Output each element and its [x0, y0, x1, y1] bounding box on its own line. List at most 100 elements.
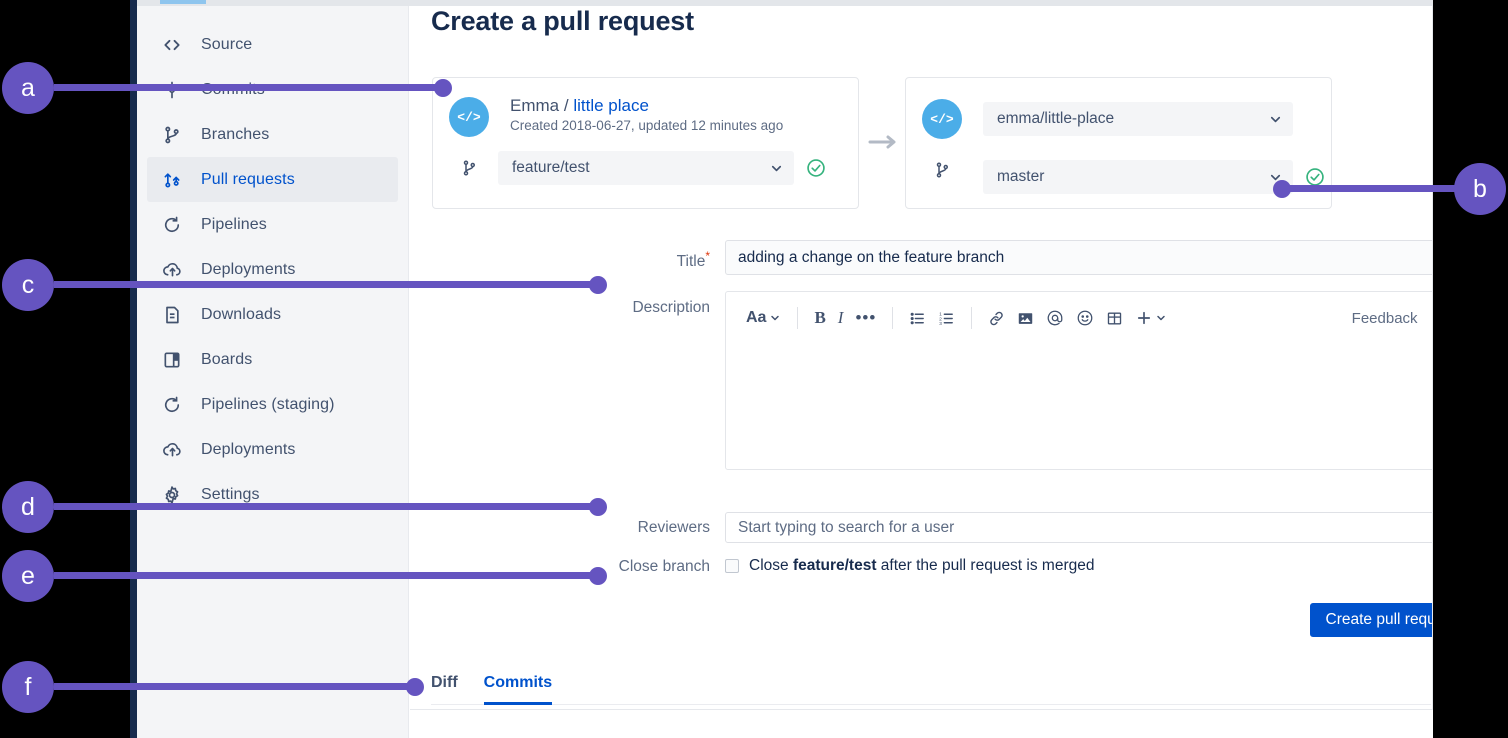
close-branch-description: Close feature/test after the pull reques… [749, 557, 1094, 575]
page-title: Create a pull request [431, 6, 694, 36]
create-pull-request-button[interactable]: Create pull request [1310, 603, 1432, 637]
chevron-down-icon [769, 161, 784, 176]
downloads-icon [161, 304, 183, 326]
sidebar-item-pipelines-staging[interactable]: Pipelines (staging) [147, 382, 398, 427]
callout-leader-line-a [54, 84, 446, 91]
sidebar-item-boards[interactable]: Boards [147, 337, 398, 382]
source-repo-link[interactable]: little place [573, 96, 649, 115]
tab-diff[interactable]: Diff [431, 674, 458, 691]
source-branch-value: feature/test [512, 159, 590, 176]
sidebar-item-label: Pull requests [201, 170, 295, 188]
chevron-down-icon [1268, 170, 1283, 185]
text-style-icon[interactable]: Aa [740, 304, 787, 332]
reviewers-placeholder: Start typing to search for a user [738, 518, 955, 536]
tab-commits[interactable]: Commits [483, 674, 553, 705]
svg-text:3: 3 [939, 320, 942, 326]
callout-endpoint-dot-b [1273, 180, 1291, 198]
sidebar-item-deployments-2[interactable]: Deployments [147, 427, 398, 472]
code-brackets-icon [161, 34, 183, 56]
bold-icon[interactable]: B [814, 308, 826, 327]
pull-request-icon [161, 169, 183, 191]
toolbar-divider [971, 307, 973, 329]
text-style-label: Aa [746, 309, 767, 326]
link-icon[interactable] [982, 304, 1011, 332]
sidebar-item-label: Pipelines (staging) [201, 395, 335, 413]
sidebar-item-pull-requests[interactable]: Pull requests [147, 157, 398, 202]
destination-repo-select[interactable]: emma/little-place [983, 102, 1293, 136]
title-label-text: Title [676, 253, 706, 271]
callout-leader-line-f [54, 683, 416, 690]
pipelines-icon [161, 214, 183, 236]
feedback-link[interactable]: Feedback [1351, 309, 1418, 327]
global-nav-rail [130, 0, 137, 738]
sidebar-item-label: Settings [201, 485, 260, 503]
bullet-list-icon[interactable] [903, 304, 932, 332]
insert-plus-icon[interactable] [1129, 304, 1173, 332]
sidebar-item-label: Boards [201, 350, 253, 368]
description-field-label: Description [632, 299, 710, 316]
help-icon[interactable]: ? [1426, 308, 1433, 328]
sidebar-item-label: Downloads [201, 305, 282, 323]
source-branch-card: </> Emma / little place Created 2018-06-… [432, 77, 859, 209]
sidebar-item-label: Branches [201, 125, 270, 143]
svg-text:2: 2 [939, 316, 942, 322]
destination-repo-value: emma/little-place [997, 110, 1115, 127]
callout-badge-e: e [2, 550, 54, 602]
source-repo-meta: Created 2018-06-27, updated 12 minutes a… [510, 118, 784, 133]
image-icon[interactable] [1011, 304, 1040, 332]
svg-text:1: 1 [939, 311, 942, 317]
callout-endpoint-dot-a [434, 79, 452, 97]
sidebar-nav-group: Source Commits Branches [137, 6, 408, 517]
callout-endpoint-dot-c [589, 276, 607, 294]
active-browser-tab-indicator [160, 0, 206, 4]
pipelines-icon [161, 394, 183, 416]
sidebar-item-source[interactable]: Source [147, 22, 398, 67]
callout-badge-c: c [2, 259, 54, 311]
sidebar-item-downloads[interactable]: Downloads [147, 292, 398, 337]
deployments-icon [161, 259, 183, 281]
more-formatting-icon[interactable]: ••• [855, 308, 877, 327]
sidebar-item-branches[interactable]: Branches [147, 112, 398, 157]
destination-branch-card: </> emma/little-place master [905, 77, 1332, 209]
boards-icon [161, 349, 183, 371]
deployments-icon [161, 439, 183, 461]
chevron-down-icon [1268, 112, 1283, 127]
table-icon[interactable] [1100, 304, 1129, 332]
sidebar-item-settings[interactable]: Settings [147, 472, 398, 517]
source-repo-name: Emma / little place [510, 96, 649, 116]
bitbucket-app-window: Source Commits Branches [130, 0, 1433, 738]
callout-leader-line-c [54, 281, 602, 288]
close-branch-field-label: Close branch [618, 558, 710, 575]
reviewers-field-label: Reviewers [637, 519, 710, 536]
diff-commits-tabs: Diff Commits [431, 674, 1431, 705]
sidebar-item-label: Pipelines [201, 215, 267, 233]
destination-branch-value: master [997, 168, 1045, 185]
title-input-value: adding a change on the feature branch [738, 248, 1005, 266]
toolbar-divider [892, 307, 894, 329]
sidebar-item-label: Source [201, 35, 253, 53]
repository-avatar-icon: </> [449, 97, 489, 137]
emoji-icon[interactable] [1070, 304, 1100, 332]
sidebar-item-label: Deployments [201, 260, 296, 278]
callout-leader-line-b [1290, 185, 1465, 192]
italic-icon[interactable]: I [837, 308, 844, 327]
close-branch-text-after: after the pull request is merged [876, 557, 1095, 574]
destination-branch-select[interactable]: master [983, 160, 1293, 194]
callout-endpoint-dot-f [406, 678, 424, 696]
reviewers-input[interactable]: Start typing to search for a user [725, 512, 1432, 543]
title-input[interactable]: adding a change on the feature branch [725, 240, 1432, 275]
sidebar-item-pipelines[interactable]: Pipelines [147, 202, 398, 247]
gear-icon [161, 484, 183, 506]
callout-endpoint-dot-e [589, 567, 607, 585]
close-branch-branch-name: feature/test [792, 557, 877, 574]
main-content: Create a pull request </> Emma / little … [410, 6, 1433, 710]
source-branch-select[interactable]: feature/test [498, 151, 794, 185]
sidebar-item-deployments[interactable]: Deployments [147, 247, 398, 292]
close-branch-checkbox[interactable] [725, 559, 739, 573]
branch-icon [161, 124, 183, 146]
callout-badge-f: f [2, 661, 54, 713]
mention-icon[interactable] [1040, 304, 1070, 332]
